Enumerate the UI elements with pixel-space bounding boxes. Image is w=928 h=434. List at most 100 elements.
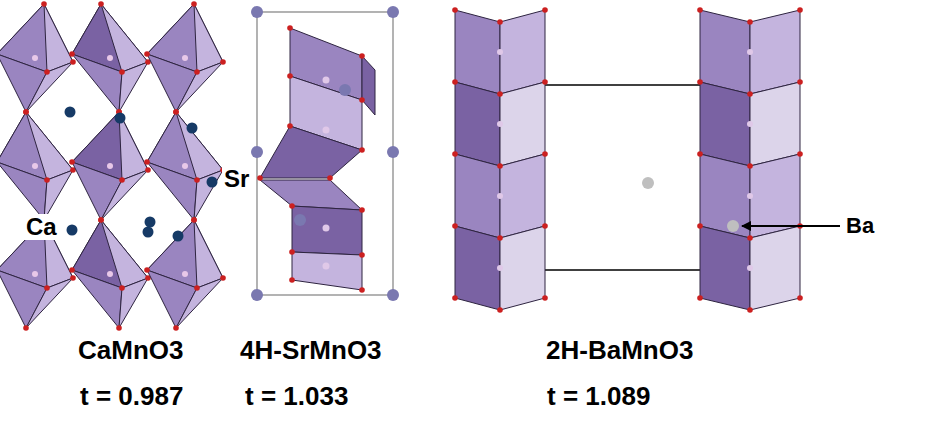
- oxygen-atom: [542, 223, 548, 229]
- mn-atom: [32, 271, 38, 277]
- mn-atom: [182, 163, 188, 169]
- octahedron-face: [26, 278, 73, 328]
- octahedron-face: [147, 162, 197, 220]
- oxygen-atom: [257, 175, 263, 181]
- oxygen-atom: [797, 151, 803, 157]
- oxygen-atom: [452, 7, 458, 13]
- oxygen-atom: [289, 249, 295, 255]
- tolerance-factor: t = 1.089: [547, 382, 650, 411]
- octahedron-face: [700, 82, 750, 166]
- oxygen-atom: [747, 19, 753, 25]
- oxygen-atom: [359, 252, 365, 258]
- octahedron-face: [72, 270, 122, 328]
- sr-atom: [387, 146, 399, 158]
- oxygen-atom: [747, 307, 753, 313]
- srmno3-structure: [251, 6, 399, 301]
- octahedron-face: [0, 270, 47, 328]
- octahedron-face: [176, 62, 223, 112]
- oxygen-atom: [194, 177, 200, 183]
- formula-label: CaMnO3: [78, 336, 183, 365]
- ca-atom: [187, 123, 198, 134]
- octahedron-face: [44, 170, 73, 220]
- mn-atom: [497, 49, 503, 55]
- octahedron-face: [750, 226, 800, 310]
- oxygen-atom: [327, 175, 333, 181]
- oxygen-atom: [289, 277, 295, 283]
- bamno3-structure: [452, 7, 803, 313]
- oxygen-atom: [359, 147, 365, 153]
- mn-atom: [182, 55, 188, 61]
- oxygen-atom: [98, 217, 104, 223]
- oxygen-atom: [23, 109, 29, 115]
- oxygen-atom: [359, 97, 365, 103]
- mn-atom: [323, 77, 330, 84]
- oxygen-atom: [44, 177, 50, 183]
- mn-atom: [323, 225, 330, 232]
- ca-atom: [173, 231, 184, 242]
- octahedron-face: [101, 220, 148, 288]
- oxygen-atom: [144, 159, 150, 165]
- octahedron-face: [455, 226, 500, 310]
- octahedron-face: [700, 10, 750, 94]
- oxygen-atom: [697, 79, 703, 85]
- mn-atom: [107, 163, 113, 169]
- octahedron-face: [147, 270, 197, 328]
- mn-atom: [107, 271, 113, 277]
- oxygen-atom: [98, 217, 104, 223]
- oxygen-atom: [289, 203, 295, 209]
- octahedron-face: [72, 162, 122, 220]
- sr-atom: [251, 289, 263, 301]
- octahedron-face: [119, 278, 148, 328]
- leader-arrow: [742, 225, 840, 227]
- cell-edge: [545, 84, 700, 86]
- oxygen-atom: [697, 151, 703, 157]
- mn-atom: [182, 271, 188, 277]
- mn-atom: [747, 265, 753, 271]
- mn-atom: [747, 121, 753, 127]
- oxygen-atom: [697, 295, 703, 301]
- octahedron-face: [455, 82, 500, 166]
- sr-atom: [294, 214, 306, 226]
- ca-atom: [67, 225, 78, 236]
- octahedron-face: [101, 4, 148, 72]
- oxygen-atom: [220, 59, 226, 65]
- ca-atom: [145, 217, 156, 228]
- octahedron-face: [362, 56, 375, 115]
- oxygen-atom: [497, 163, 503, 169]
- octahedron-face: [500, 154, 545, 238]
- ca-atom: [65, 107, 76, 118]
- sr-atom: [387, 6, 399, 18]
- oxygen-atom: [452, 223, 458, 229]
- octahedron-face: [194, 4, 223, 72]
- octahedron-face: [194, 170, 223, 220]
- oxygen-atom: [359, 53, 365, 59]
- octahedron-face: [119, 62, 148, 112]
- oxygen-atom: [542, 151, 548, 157]
- oxygen-atom: [747, 91, 753, 97]
- octahedron-face: [176, 278, 223, 328]
- atom-label: Ca: [24, 214, 59, 240]
- formula-label: 2H-BaMnO3: [546, 336, 693, 365]
- ca-atom: [207, 177, 218, 188]
- octahedron-face: [176, 112, 223, 180]
- octahedron-face: [455, 154, 500, 238]
- octahedron-face: [750, 10, 800, 94]
- oxygen-atom: [191, 217, 197, 223]
- oxygen-atom: [23, 325, 29, 331]
- oxygen-atom: [697, 7, 703, 13]
- mn-atom: [323, 263, 330, 270]
- ba-atom: [642, 177, 654, 189]
- oxygen-atom: [542, 7, 548, 13]
- mn-atom: [747, 193, 753, 199]
- oxygen-atom: [173, 109, 179, 115]
- oxygen-atom: [747, 235, 753, 241]
- oxygen-atom: [797, 7, 803, 13]
- octahedron-face: [455, 10, 500, 94]
- oxygen-atom: [359, 287, 365, 293]
- sr-atom: [251, 146, 263, 158]
- oxygen-atom: [220, 275, 226, 281]
- oxygen-atom: [497, 235, 503, 241]
- ba-atom: [727, 220, 739, 232]
- octahedron-face: [292, 252, 362, 290]
